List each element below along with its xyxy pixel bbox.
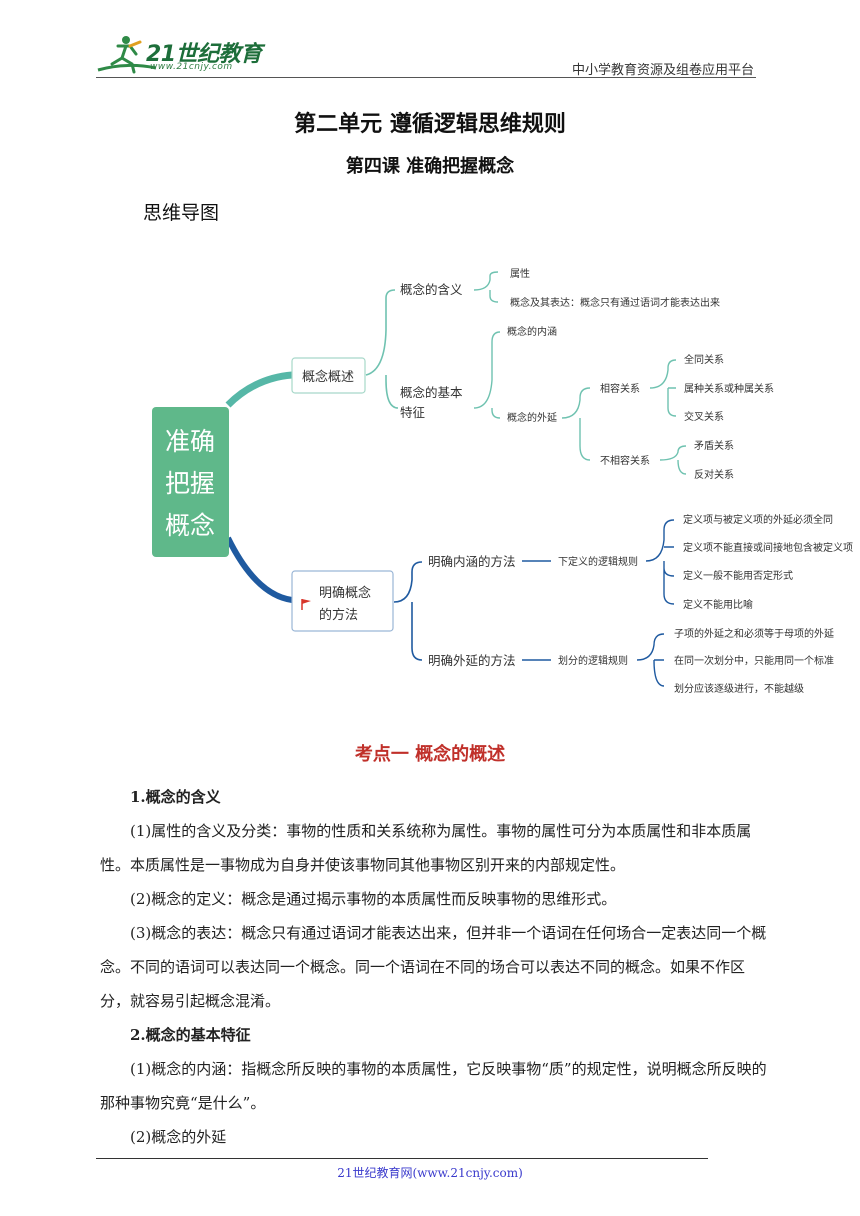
connotation-label: 明确内涵的方法 [428,554,516,569]
page-header: 21世纪教育 www.21cnjy.com 中小学教育资源及组卷应用平台 [0,0,860,82]
root-node [152,407,229,557]
connotation-item-3: 定义一般不能用否定形式 [683,569,793,582]
heading-basic-features: 2.概念的基本特征 [130,1026,251,1044]
connotation-rule: 下定义的逻辑规则 [558,555,638,568]
meaning-item-2: 概念及其表达：概念只有通过语词才能表达出来 [510,296,720,309]
footer-text: 21世纪教育网(www.21cnjy.com) [337,1166,523,1180]
mindmap-heading: 思维导图 [143,202,220,224]
flag-icon [301,599,311,610]
logo-text: 21世纪教育 [146,42,262,67]
section-title: 考点一 概念的概述 [354,744,506,765]
incompatible-item-1: 矛盾关系 [694,439,734,452]
header-divider [96,77,756,78]
connotation-item-4: 定义不能用比喻 [683,598,753,611]
section-content: 1.概念的含义 (1)属性的含义及分类：事物的性质和关系统称为属性。事物的属性可… [100,780,772,1154]
connector-features-children [473,331,501,419]
features-label-1: 概念的基本 [400,385,463,400]
paragraph-attribute: (1)属性的含义及分类：事物的性质和关系统称为属性。事物的属性可分为本质属性和非… [100,822,752,874]
connotation-item-1: 定义项与被定义项的外延必须全同 [683,513,833,526]
meaning-label: 概念的含义 [400,282,463,297]
denotation-item-2: 在同一次划分中，只能用同一个标准 [674,654,834,667]
connector-root-branch2 [225,536,293,603]
branch2-label-2: 的方法 [319,607,358,623]
connector-denotation-items [636,633,665,687]
paragraph-expression: (3)概念的表达：概念只有通过语词才能表达出来，但并非一个语词在任何场合一定表达… [100,924,767,1010]
platform-name: 中小学教育资源及组卷应用平台 [571,63,754,78]
compatible-label: 相容关系 [600,382,640,395]
paragraph-definition: (2)概念的定义：概念是通过揭示事物的本质属性而反映事物的思维形式。 [130,890,617,908]
unit-title: 第二单元 遵循逻辑思维规则 [294,112,566,137]
denotation-rule: 划分的逻辑规则 [558,654,628,667]
root-line-1: 准确 [165,427,215,456]
heading-concept-meaning: 1.概念的含义 [130,788,221,806]
denotation-item-3: 划分应该逐级进行，不能越级 [674,682,804,695]
branch1-label: 概念概述 [302,369,354,385]
compatible-item-3: 交叉关系 [684,410,724,423]
connector-branch2-subs [393,561,423,661]
connector-incompatible-items [659,445,687,475]
branch1-node [291,357,366,394]
compatible-item-2: 属种关系或种属关系 [684,382,774,395]
denotation-item-1: 子项的外延之和必须等于母项的外延 [674,627,834,640]
connector-root-branch1 [225,371,293,408]
connector-extension-children [561,387,591,461]
intension-label: 概念的内涵 [507,325,557,338]
incompatible-item-2: 反对关系 [694,468,734,481]
footer-divider [96,1158,708,1159]
mind-map: 准确 把握 概念 概念概述 概念的含义 概念的基本 特征 属性 概念及其表达：概… [152,267,853,695]
branch2-node [291,570,394,632]
paragraph-intension: (1)概念的内涵：指概念所反映的事物的本质属性，它反映事物“质”的规定性，说明概… [100,1060,767,1112]
connotation-item-2: 定义项不能直接或间接地包含被定义项 [683,541,853,554]
root-line-3: 概念 [165,511,215,540]
denotation-label: 明确外延的方法 [428,653,516,668]
logo-url: www.21cnjy.com [150,62,233,72]
branch2-label-1: 明确概念 [319,585,371,601]
connector-compatible-items [649,359,677,417]
extension-label: 概念的外延 [507,411,557,424]
features-label-2: 特征 [400,405,426,420]
compatible-item-1: 全同关系 [684,353,724,366]
connector-connotation-items [645,519,675,605]
incompatible-label: 不相容关系 [600,454,650,467]
logo-runner-icon [97,36,157,74]
connector-meaning-items [473,271,499,303]
lesson-title: 第四课 准确把握概念 [345,156,515,177]
root-line-2: 把握 [165,469,215,498]
paragraph-extension: (2)概念的外延 [130,1128,227,1146]
meaning-item-1: 属性 [510,267,530,280]
connector-branch1-subs [365,289,399,409]
